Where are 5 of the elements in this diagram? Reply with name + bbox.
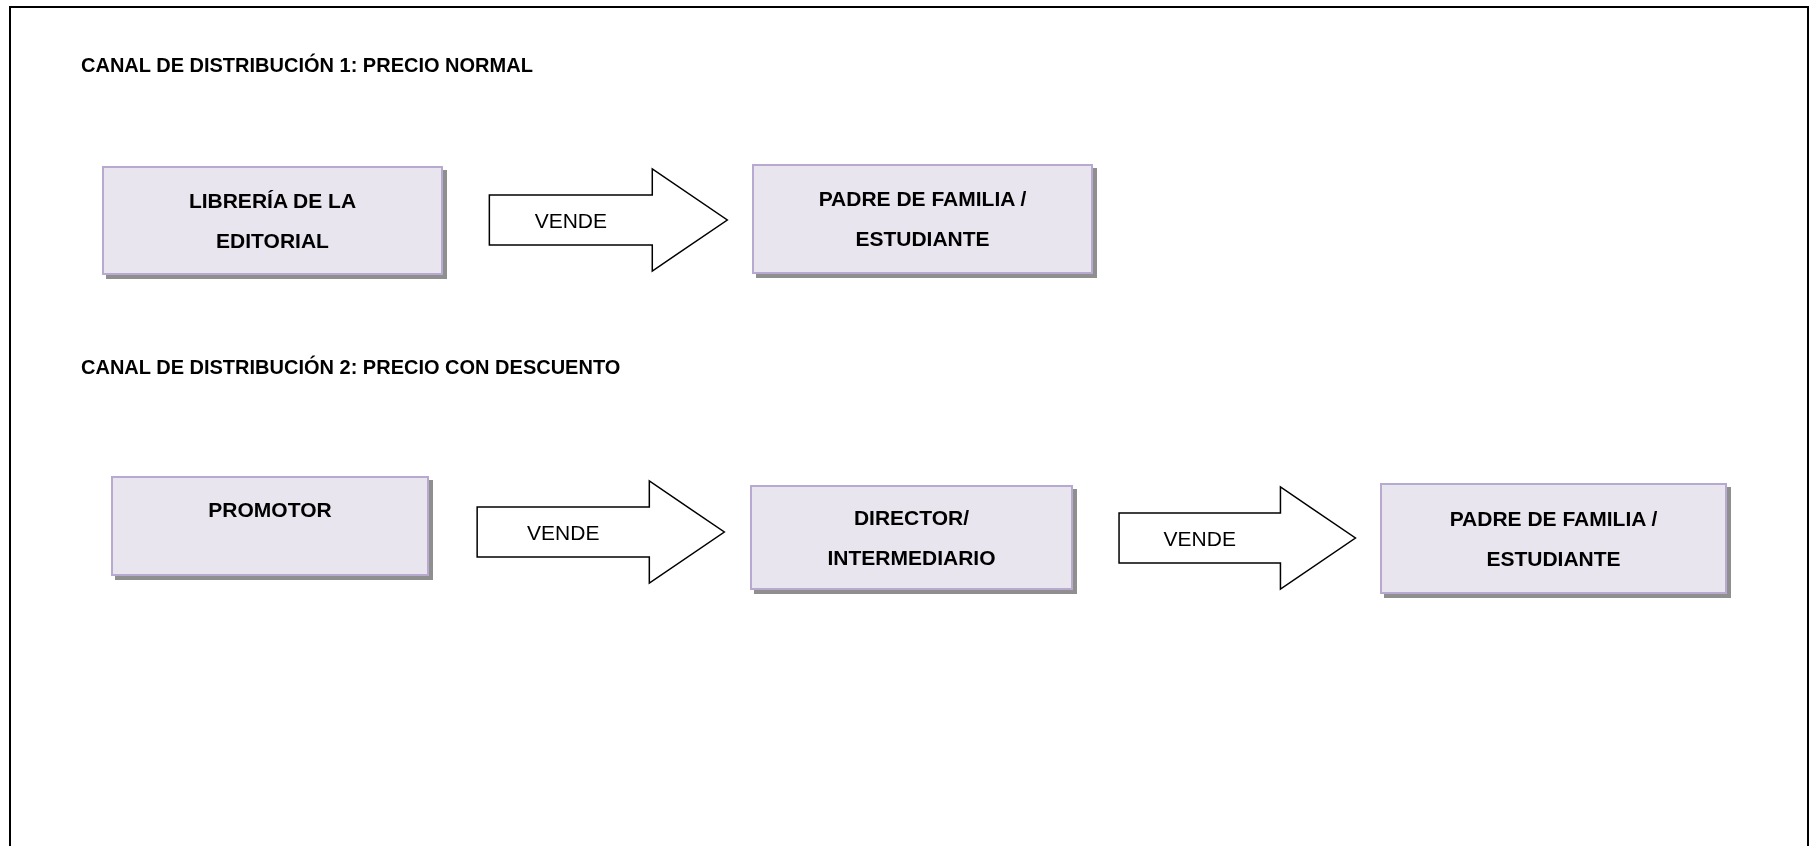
section-heading: CANAL DE DISTRIBUCIÓN 1: PRECIO NORMAL	[81, 52, 533, 78]
block-arrow	[488, 167, 729, 273]
block-arrow	[476, 479, 726, 585]
block-arrow	[1118, 485, 1357, 591]
section-heading: CANAL DE DISTRIBUCIÓN 2: PRECIO CON DESCUENTO	[81, 354, 621, 380]
